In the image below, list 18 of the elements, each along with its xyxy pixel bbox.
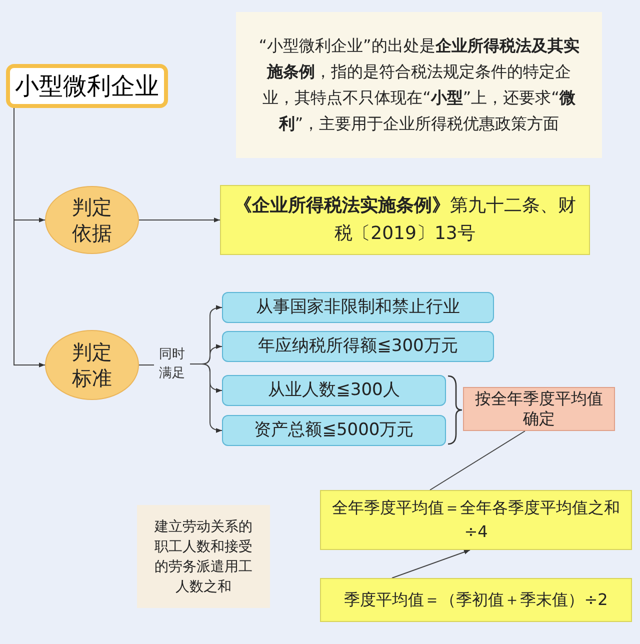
criterion-box: 从业人数≦300人 [222, 375, 446, 406]
category-ellipse: 判定依据 [45, 186, 139, 254]
note-box: 建立劳动关系的职工人数和接受的劳务派遣用工人数之和 [137, 505, 270, 608]
criterion-box: 资产总额≦5000万元 [222, 415, 446, 446]
connector-arrow [190, 364, 222, 433]
criterion-box: 从事国家非限制和禁止行业 [222, 292, 494, 323]
note-box: 按全年季度平均值确定 [463, 387, 615, 431]
title-box: 小型微利企业 [6, 64, 168, 108]
basis-box: 《企业所得税法实施条例》第九十二条、财税〔2019〕13号 [220, 185, 590, 255]
description-box: “小型微利企业”的出处是企业所得税法及其实施条例，指的是符合税法规定条件的特定企业，其特点不只体现在“小型”上，还要求“微利”，主要用于企业所得税优惠政策方面 [236, 12, 602, 158]
connector-arrow [138, 218, 220, 222]
criterion-box: 年应纳税所得额≦300万元 [222, 331, 494, 362]
connector-arrow [392, 550, 470, 578]
connector-label: 同时满足 [154, 345, 190, 383]
connector-arrow [14, 108, 46, 368]
formula-box: 全年季度平均值＝全年各季度平均值之和÷4 [320, 490, 632, 550]
formula-box: 季度平均值＝（季初值＋季末值）÷2 [320, 578, 632, 622]
category-ellipse: 判定标准 [45, 330, 139, 400]
